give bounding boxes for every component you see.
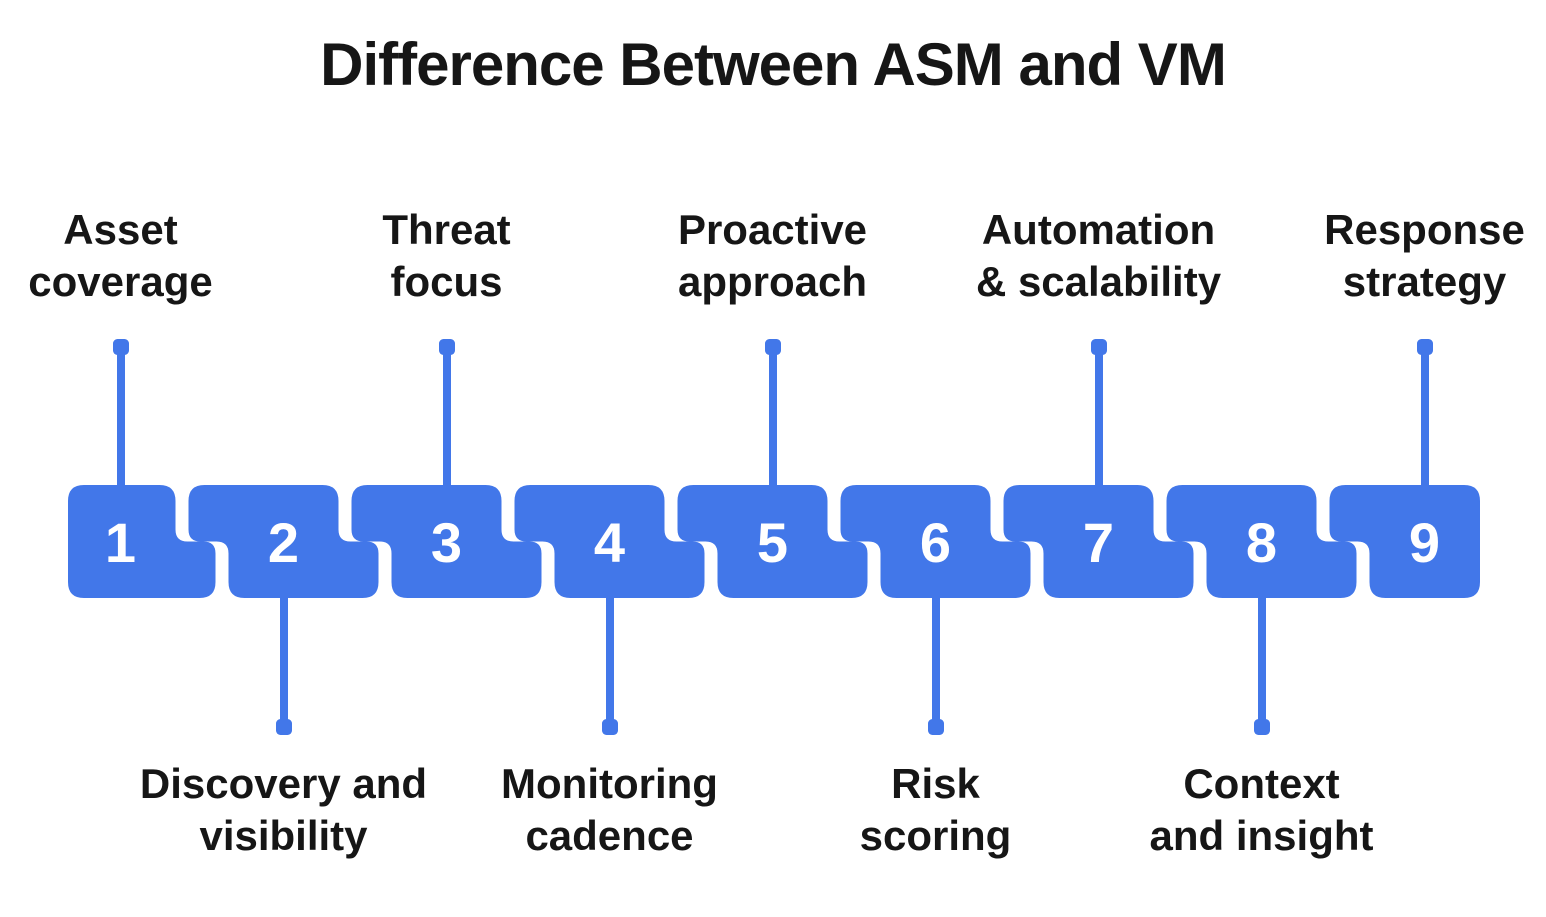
label-line: visibility	[199, 812, 368, 859]
connector-dot-5	[764, 339, 781, 355]
label-line: Discovery and	[139, 760, 428, 807]
connector-dot-3	[438, 339, 455, 355]
connector-line-7	[1094, 352, 1103, 485]
label-line: & scalability	[975, 258, 1222, 305]
tile-3	[351, 485, 542, 598]
label-risk-scoring: Risk scoring	[766, 758, 1106, 862]
tile-9	[1329, 485, 1480, 598]
label-line: Response	[1324, 206, 1525, 253]
connector-line-5	[768, 352, 777, 485]
label-line: scoring	[859, 812, 1012, 859]
label-line: strategy	[1342, 258, 1507, 305]
connector-line-3	[442, 352, 451, 485]
connector-line-4	[605, 598, 614, 722]
tile-number-4: 4	[594, 511, 625, 574]
label-context-insight: Context and insight	[1092, 758, 1432, 862]
label-line: Context	[1183, 760, 1340, 807]
connector-line-9	[1420, 352, 1429, 485]
tile-number-2: 2	[268, 511, 299, 574]
connector-dot-9	[1416, 339, 1433, 355]
label-automation-scalability: Automation & scalability	[929, 204, 1269, 308]
connector-dot-4	[601, 719, 618, 735]
connector-dot-6	[927, 719, 944, 735]
label-proactive-approach: Proactive approach	[603, 204, 943, 308]
tile-6	[840, 485, 1031, 598]
label-line: Monitoring	[501, 760, 718, 807]
tile-number-5: 5	[757, 511, 788, 574]
connector-line-1	[116, 352, 125, 485]
label-discovery-visibility: Discovery and visibility	[114, 758, 454, 862]
tile-number-7: 7	[1083, 511, 1114, 574]
label-line: and insight	[1149, 812, 1374, 859]
connector-line-8	[1257, 598, 1266, 722]
connector-dot-2	[275, 719, 292, 735]
label-asset-coverage: Asset coverage	[0, 204, 291, 308]
tile-5	[677, 485, 868, 598]
connector-dot-8	[1253, 719, 1270, 735]
label-line: focus	[390, 258, 503, 305]
page-title: Difference Between ASM and VM	[320, 31, 1227, 98]
label-line: coverage	[28, 258, 213, 305]
label-line: cadence	[525, 812, 694, 859]
tile-7	[1003, 485, 1194, 598]
tile-4	[514, 485, 705, 598]
label-line: Automation	[981, 206, 1216, 253]
tile-8	[1166, 485, 1357, 598]
label-line: Proactive	[677, 206, 868, 253]
label-line: Threat	[382, 206, 511, 253]
tile-2	[188, 485, 379, 598]
tile-number-1: 1	[105, 511, 136, 574]
connector-dot-1	[112, 339, 129, 355]
connector-line-6	[931, 598, 940, 722]
label-line: Asset	[63, 206, 178, 253]
tile-number-8: 8	[1246, 511, 1277, 574]
label-line: approach	[677, 258, 868, 305]
connector-dot-7	[1090, 339, 1107, 355]
tile-number-9: 9	[1409, 511, 1440, 574]
label-threat-focus: Threat focus	[277, 204, 617, 308]
tile-number-3: 3	[431, 511, 462, 574]
label-line: Risk	[891, 760, 980, 807]
label-monitoring-cadence: Monitoring cadence	[440, 758, 780, 862]
tile-1	[68, 485, 216, 598]
tile-number-6: 6	[920, 511, 951, 574]
label-response-strategy: Response strategy	[1255, 204, 1546, 308]
connector-line-2	[279, 598, 288, 722]
